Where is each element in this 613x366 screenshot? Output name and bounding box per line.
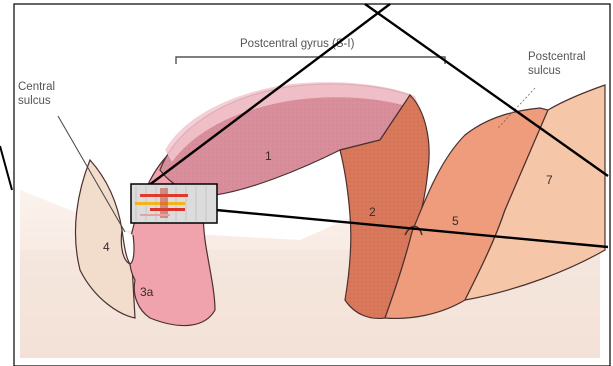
area-1-label: 1 xyxy=(265,149,272,163)
area-2-label: 2 xyxy=(369,205,376,219)
postcentral-sulcus-label-line1: Postcentral xyxy=(528,51,586,63)
central-sulcus-label-line2: sulcus xyxy=(18,95,51,107)
area-7-label: 7 xyxy=(546,173,553,187)
callout-line-left xyxy=(0,146,12,190)
inset-column xyxy=(160,188,168,218)
inset-pink-band xyxy=(140,214,170,216)
area-5-label: 5 xyxy=(452,214,459,228)
central-sulcus-label-line1: Central xyxy=(18,81,55,93)
postcentral-sulcus-label-line2: sulcus xyxy=(528,65,561,77)
area-4-label: 4 xyxy=(103,240,110,254)
zoom-inset xyxy=(131,184,217,223)
area-3a-label: 3a xyxy=(140,285,154,299)
